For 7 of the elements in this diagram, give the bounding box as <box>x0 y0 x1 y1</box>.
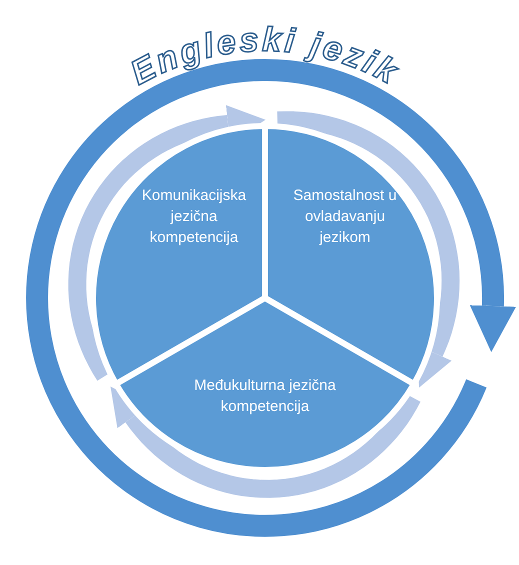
segment-label: Međukulturna jezična kompetencija <box>193 376 337 417</box>
arrow <box>68 105 266 381</box>
segment-label: Komunikacijska jezična kompetencija <box>140 186 248 248</box>
segment-label: Samostalnost u ovladavanju jezikom <box>292 186 398 248</box>
segment <box>116 298 414 470</box>
arrow <box>110 386 421 498</box>
arrow <box>276 111 460 388</box>
